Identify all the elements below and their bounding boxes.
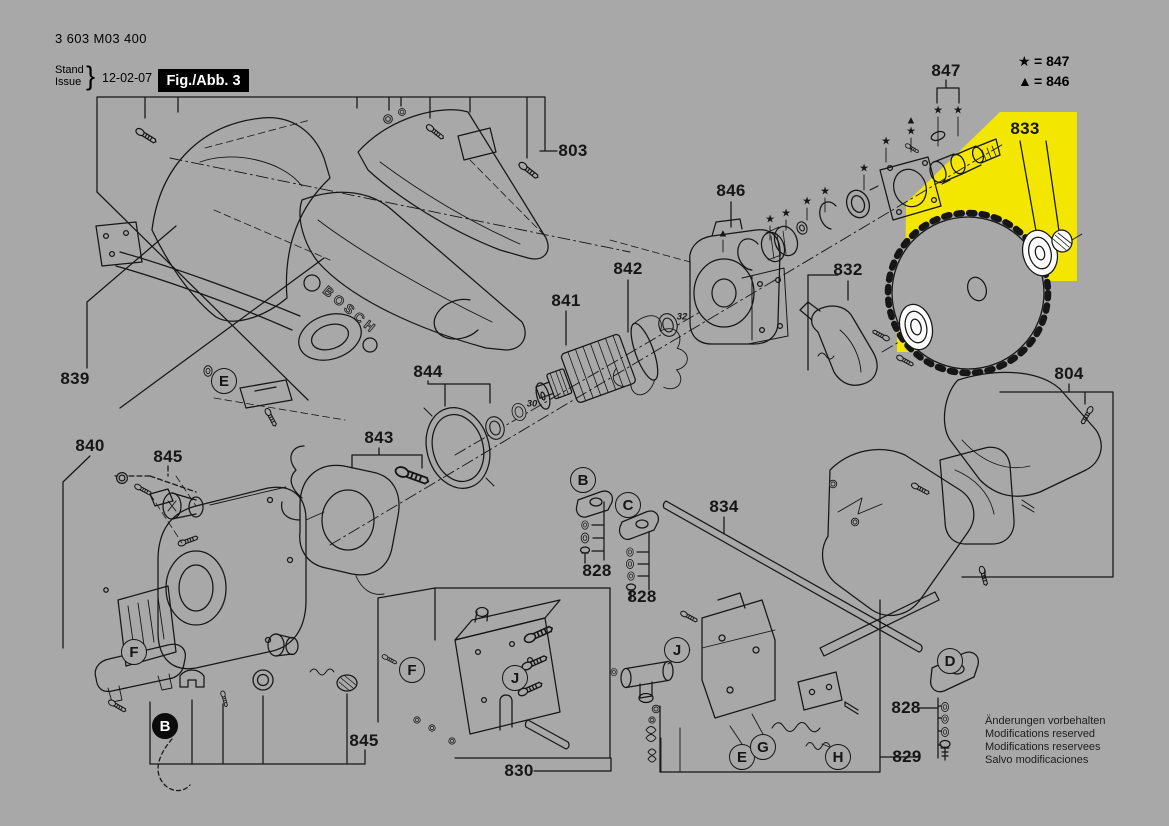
- blade-arm-bosch: [299, 191, 526, 353]
- legend-star-text: = 847: [1034, 53, 1070, 69]
- notice-line-de: Änderungen vorbehalten: [985, 715, 1106, 727]
- marker-leader-lines: [722, 116, 959, 253]
- stand-issue-label: Stand Issue: [55, 64, 84, 88]
- bearing-retainer-844: [423, 407, 495, 489]
- bracket-844: [427, 380, 491, 407]
- bracket-828-right: [917, 697, 942, 759]
- motor-housing: [157, 486, 325, 670]
- group-box-803: [96, 96, 558, 401]
- triangle-icon: ▲: [1018, 73, 1032, 89]
- guard-hook-832: [799, 301, 915, 386]
- brush-parts-845: [115, 471, 204, 520]
- tbar-group-j: [610, 609, 699, 773]
- group-box-839: [86, 225, 325, 409]
- bracket-828-b: [591, 501, 605, 561]
- modifications-notice: Änderungen vorbehalten Modifications res…: [985, 715, 1105, 767]
- group-box-829: [659, 599, 921, 773]
- guide-rod-834: [662, 500, 923, 653]
- table-segment-804: [819, 371, 1102, 657]
- vent-plate: [103, 585, 177, 667]
- notice-line-fr: Modifications reservees: [985, 741, 1101, 753]
- bearings-841: [482, 310, 681, 443]
- arbor-nut: [1051, 229, 1073, 253]
- symbol-legend: ★= 847 ▲= 846: [1018, 51, 1069, 91]
- upper-guard-right: [357, 108, 549, 260]
- star-icon: ★: [1018, 53, 1031, 69]
- link-arm-839: [95, 221, 479, 428]
- gearbox-842: [393, 218, 789, 487]
- group-box-840: [62, 455, 91, 649]
- base-handle-bar: [94, 643, 186, 714]
- blade-flange-washer: [898, 303, 934, 351]
- construction-lines: [149, 119, 691, 544]
- bracket-828-c: [636, 531, 650, 591]
- group-box-830: [377, 587, 612, 772]
- bracket-843: [351, 447, 423, 469]
- upper-guard-left: [134, 117, 331, 322]
- saw-blade: [884, 209, 1052, 377]
- bracket-832: [807, 274, 849, 371]
- notice-line-es: Salvo modificaciones: [985, 754, 1089, 766]
- legend-triangle-text: = 846: [1034, 73, 1070, 89]
- issue-label: Issue: [55, 76, 82, 88]
- cord-and-clamp-845: [157, 633, 358, 792]
- field-stator-843: [281, 445, 400, 595]
- stand-label: Stand: [55, 64, 84, 76]
- mount-bracket-830: [380, 599, 570, 750]
- pivot-bracket-829: [701, 592, 859, 750]
- spindle-train-846: [737, 156, 951, 271]
- spindle-shaft: [904, 130, 1001, 184]
- document-number: 3 603 M03 400: [55, 31, 147, 46]
- legend-triangle-row: ▲= 846: [1018, 71, 1069, 91]
- legend-star-row: ★= 847: [1018, 51, 1069, 71]
- brace-glyph: }: [86, 61, 96, 91]
- clamp-828-b: [575, 490, 614, 564]
- figure-number-box: Fig./Abb. 3: [158, 69, 249, 92]
- clamp-828-c: [618, 510, 660, 600]
- bracket-804: [961, 383, 1114, 578]
- bracket-845-bottom: [149, 693, 366, 765]
- leaders-833: [1019, 140, 1060, 243]
- notice-line-en: Modifications reserved: [985, 728, 1096, 740]
- bracket-847: [936, 79, 960, 104]
- armature-841: [535, 315, 688, 403]
- issue-date: 12-02-07: [102, 71, 153, 85]
